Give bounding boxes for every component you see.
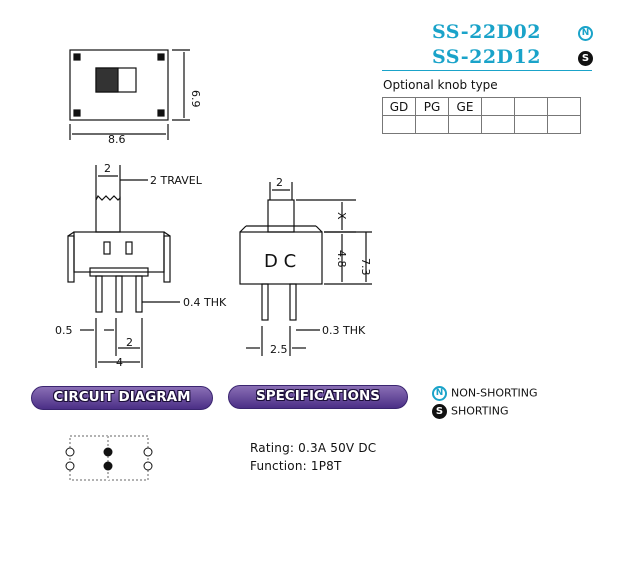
part-number-shorting: SS-22D12 <box>432 46 541 68</box>
part-number-non-shorting: SS-22D02 <box>432 21 541 43</box>
circuit-diagram-heading: CIRCUIT DIAGRAM <box>31 386 213 410</box>
dim-travel: 2 TRAVEL <box>150 174 203 187</box>
shorting-badge-icon: S <box>578 51 593 66</box>
circuit-diagram <box>65 435 153 481</box>
terminal <box>143 461 153 471</box>
spec-rating: Rating: 0.3A 50V DC <box>250 441 377 455</box>
corner-mark <box>73 109 81 117</box>
slot-mark <box>125 241 133 255</box>
knob-type-cell: GE <box>448 97 482 116</box>
dim-pin-thickness: 0.4 THK <box>183 296 227 309</box>
dim-pin-pitch: 2 <box>126 336 133 349</box>
spec-function: Function: 1P8T <box>250 459 342 473</box>
front-view-body <box>73 231 165 273</box>
terminal <box>143 447 153 457</box>
side-view-label: D C <box>264 251 296 272</box>
knob-table: GD PG GE <box>382 97 581 134</box>
dim-knob-width: 2 <box>104 162 111 175</box>
dim-body-height: 4.8 <box>335 250 348 268</box>
front-view-knob <box>95 194 121 233</box>
common-terminal <box>103 447 113 457</box>
terminal <box>65 447 75 457</box>
corner-mark <box>157 109 165 117</box>
pin <box>289 283 297 321</box>
dim-total-height: 7.3 <box>359 258 372 276</box>
dim-top-width: 8.6 <box>108 133 126 146</box>
corner-mark <box>73 53 81 61</box>
common-terminal <box>103 461 113 471</box>
dim-pin-span: 4 <box>116 356 123 369</box>
shorting-icon: S <box>432 404 447 419</box>
pin <box>135 275 143 313</box>
non-shorting-icon: N <box>432 386 447 401</box>
mechanical-drawing: 8.6 6.9 2 2 TRAVEL 0.4 THK 0.5 2 4 2 X 4… <box>55 49 372 369</box>
top-view-body <box>69 49 169 121</box>
knob-empty-cell <box>547 115 581 134</box>
corner-mark <box>157 53 165 61</box>
slot-mark <box>103 241 111 255</box>
top-view-knob <box>95 67 119 93</box>
knob-table-title: Optional knob type <box>383 78 498 92</box>
specifications-heading: SPECIFICATIONS <box>228 385 408 409</box>
divider <box>382 70 592 71</box>
pin <box>115 275 123 313</box>
dim-side-pin-thickness: 0.3 THK <box>322 324 366 337</box>
dim-side-knob: 2 <box>276 176 283 189</box>
pin <box>261 283 269 321</box>
dim-top-height: 6.9 <box>189 90 202 108</box>
dim-x: X <box>335 212 348 220</box>
pin <box>95 275 103 313</box>
dim-pin-width: 0.5 <box>55 324 73 337</box>
side-view-knob <box>267 199 295 233</box>
dim-side-span: 2.5 <box>270 343 288 356</box>
side-view-body <box>239 231 323 285</box>
terminal <box>65 461 75 471</box>
non-shorting-badge-icon: N <box>578 26 593 41</box>
